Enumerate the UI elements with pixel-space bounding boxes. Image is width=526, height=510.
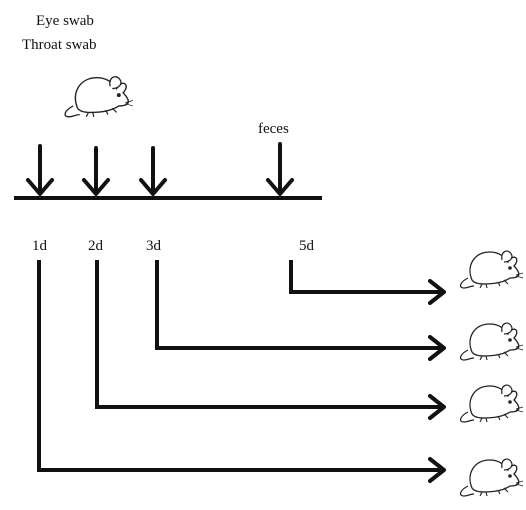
day-label-1d: 1d — [32, 238, 47, 254]
donor-mouse-icon — [64, 75, 134, 118]
arrowhead-5d — [428, 279, 446, 305]
recipient-mouse-icon-5d — [459, 250, 524, 289]
sampling-arrow-2d — [82, 146, 110, 196]
day-label-3d: 3d — [146, 238, 161, 254]
arrowhead-1d — [428, 457, 446, 483]
recipient-mouse-icon-1d — [459, 458, 524, 497]
transfer-path-3d — [155, 260, 444, 350]
transfer-path-2d — [95, 260, 444, 409]
arrowhead-2d — [428, 394, 446, 420]
sampling-arrow-feces — [266, 142, 294, 196]
arrowhead-3d — [428, 335, 446, 361]
transfer-path-1d — [37, 260, 444, 472]
recipient-mouse-icon-2d — [459, 384, 524, 423]
day-label-5d: 5d — [299, 238, 314, 254]
sampling-arrow-3d — [139, 146, 167, 196]
sampling-arrow-1d — [26, 144, 54, 196]
transfer-path-5d — [289, 260, 444, 294]
day-label-2d: 2d — [88, 238, 103, 254]
throat-swab-label: Throat swab — [22, 37, 97, 53]
eye-swab-label: Eye swab — [36, 13, 94, 29]
recipient-mouse-icon-3d — [459, 322, 524, 361]
feces-label: feces — [258, 121, 289, 137]
